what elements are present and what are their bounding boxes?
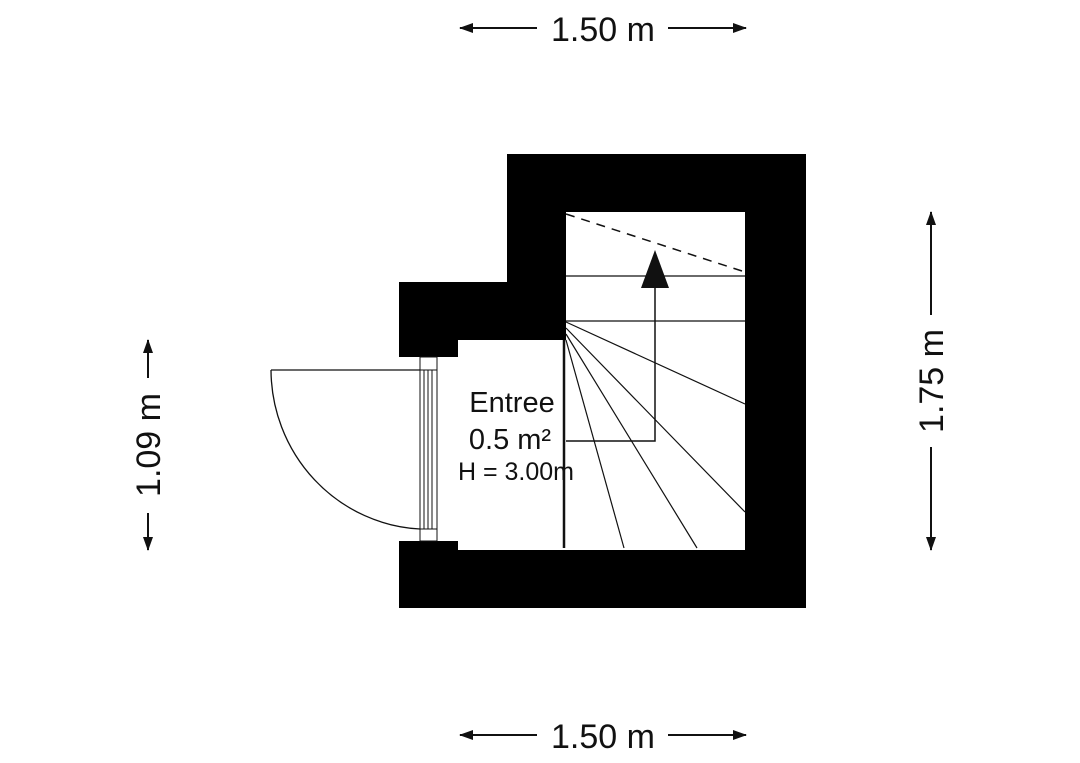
top-width-label: 1.50 m: [551, 11, 655, 49]
entrance-door[interactable]: [270, 356, 438, 542]
stair-direction-arrow: [641, 250, 669, 288]
top-dimension: 1.50 m: [459, 11, 747, 49]
walls: [399, 154, 806, 608]
bottom-width-label: 1.50 m: [551, 718, 655, 756]
door-swing-arc: [270, 369, 421, 530]
left-dimension: 1.09 m: [130, 339, 168, 551]
right-dimension: 1.75 m: [913, 211, 951, 551]
room-label: Entree 0.5 m² H = 3.00m: [458, 387, 574, 486]
room-area: 0.5 m²: [469, 424, 552, 456]
bottom-dimension: 1.50 m: [459, 718, 747, 756]
left-height-label: 1.09 m: [130, 393, 168, 497]
room-height: H = 3.00m: [458, 458, 574, 486]
staircase: [565, 213, 746, 549]
room-name: Entree: [469, 387, 554, 419]
right-height-label: 1.75 m: [913, 329, 951, 433]
